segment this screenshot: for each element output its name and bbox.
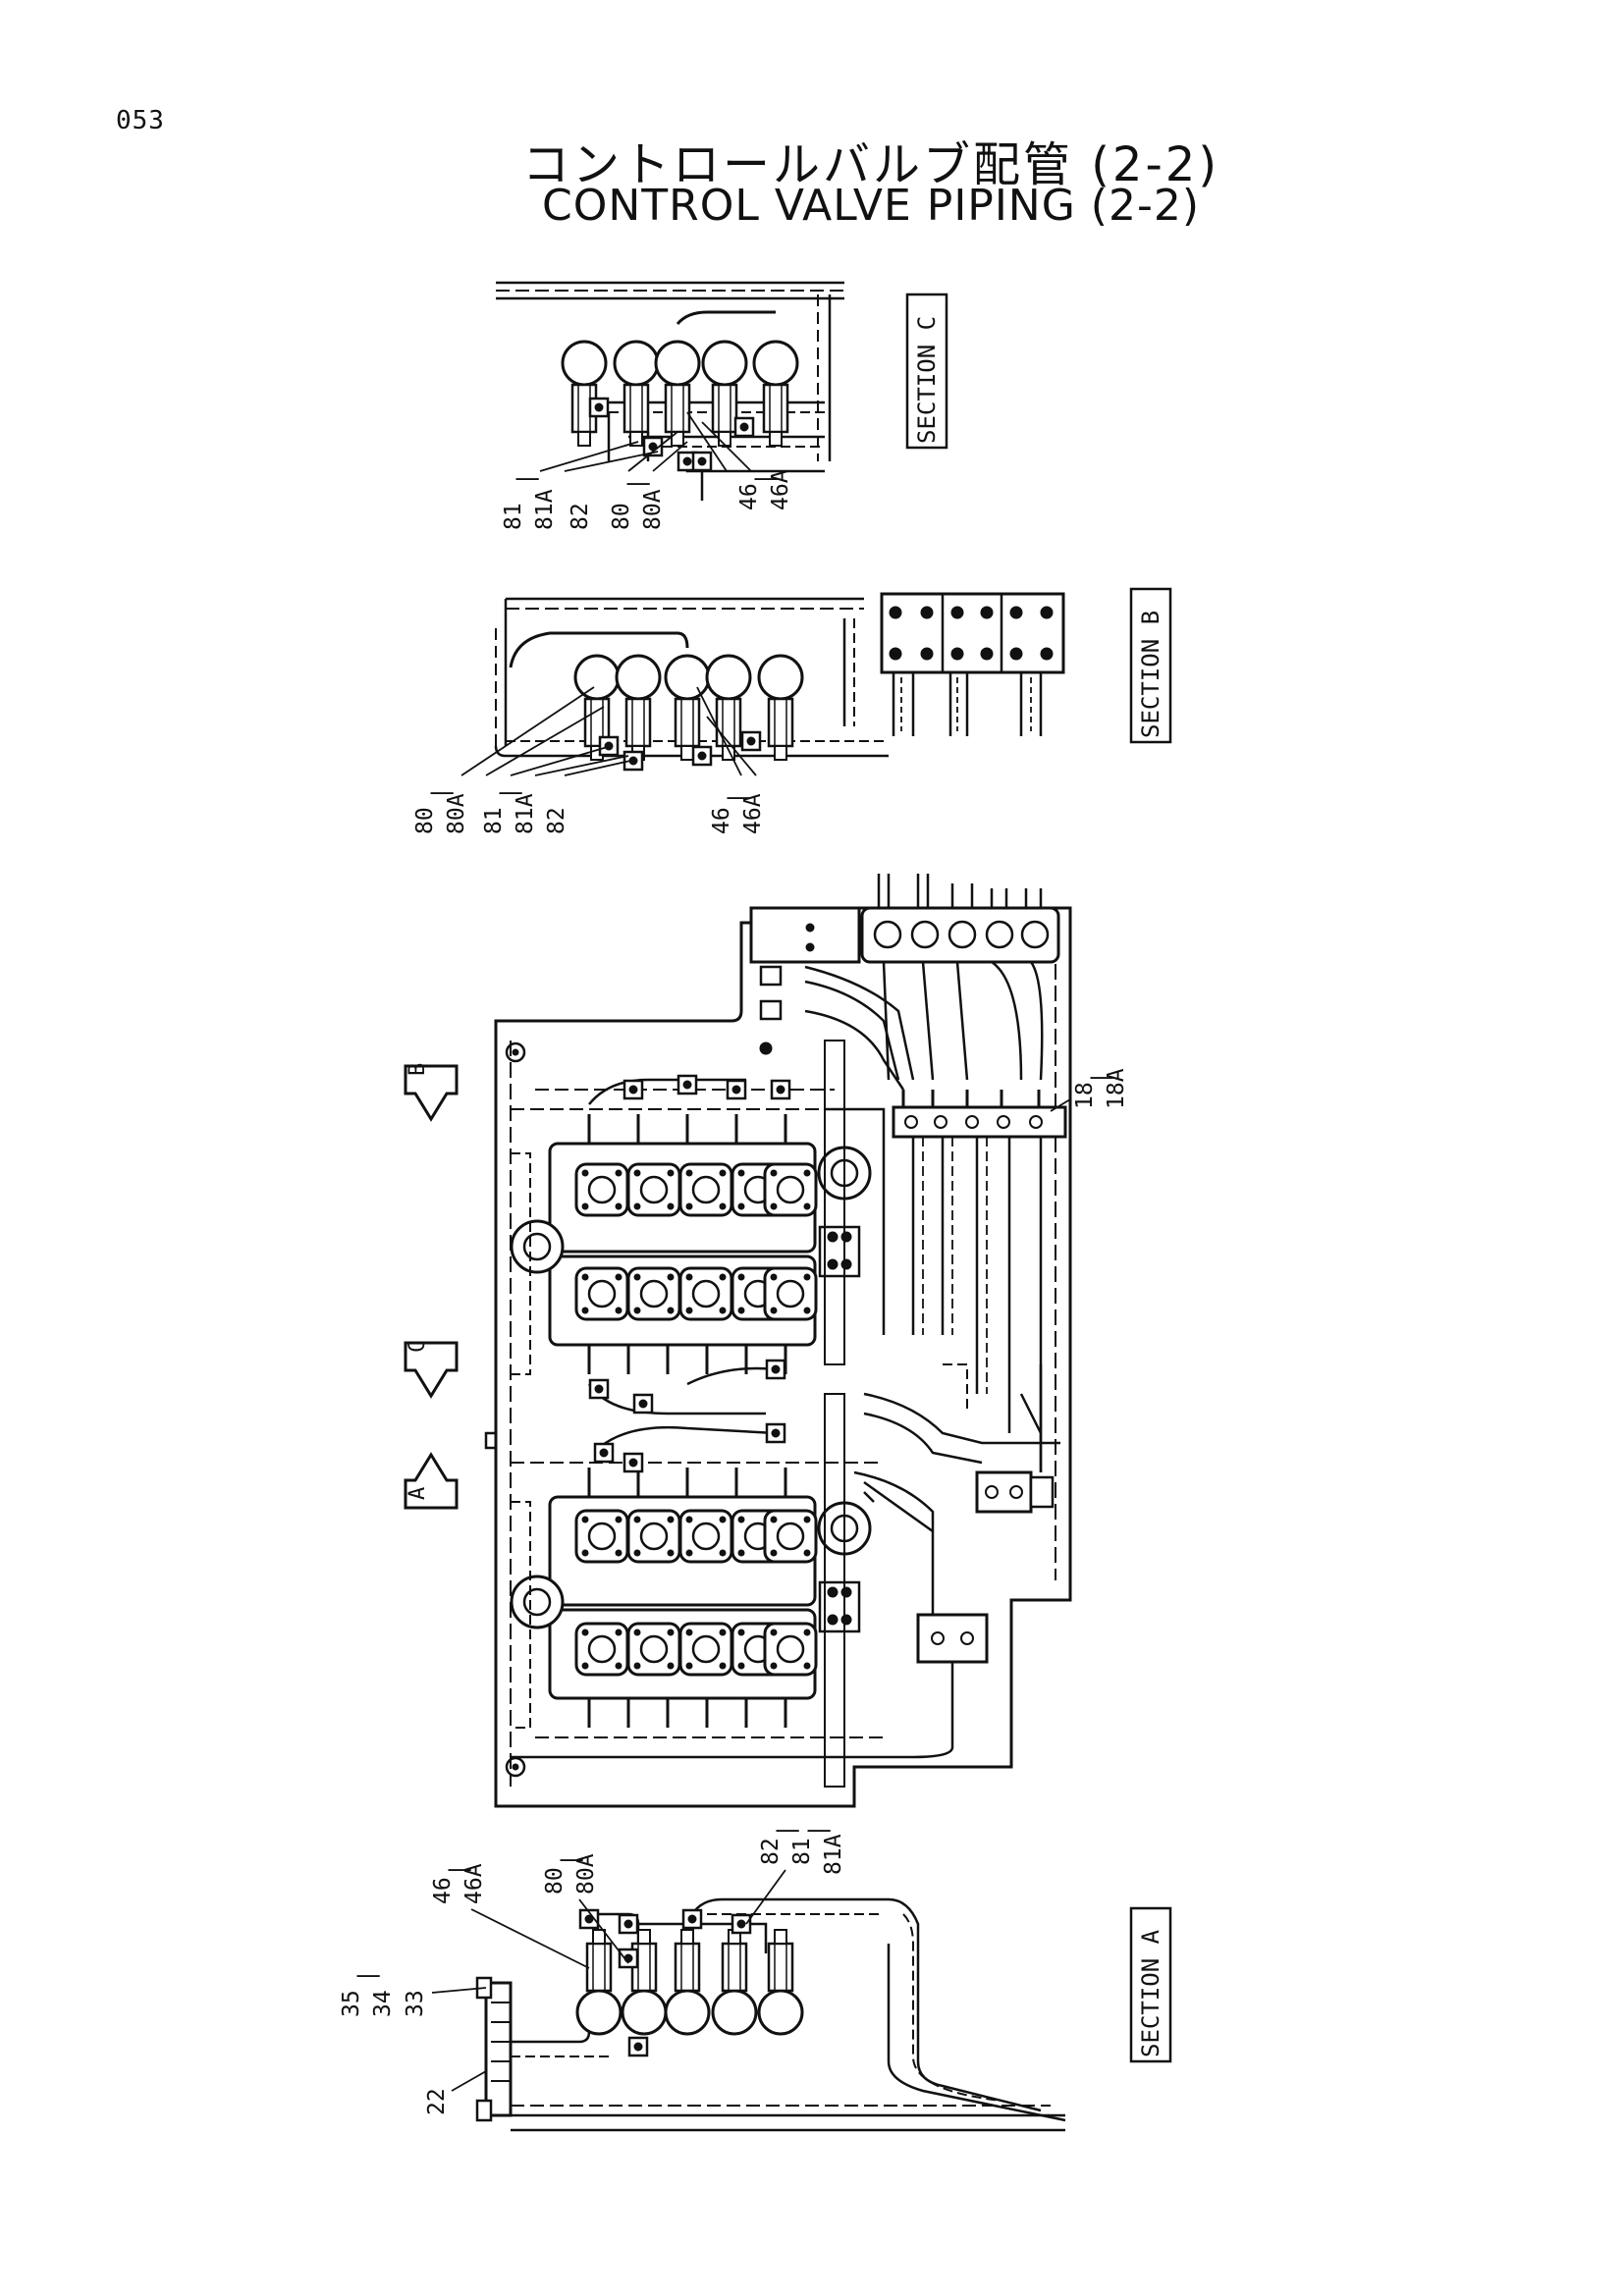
callout-46-dash: | bbox=[752, 472, 778, 486]
callout-46a: 46A bbox=[740, 793, 766, 834]
view-arrow-a-letter: A bbox=[406, 1487, 430, 1500]
view-arrow-c: C bbox=[404, 1340, 459, 1399]
section-b-text: SECTION B bbox=[1137, 611, 1164, 738]
callout-80a: 80A bbox=[573, 1853, 599, 1895]
callout-35-dash: | bbox=[354, 1969, 380, 1983]
callout-82: 82 bbox=[568, 503, 593, 530]
callout-22: 22 bbox=[424, 2088, 450, 2115]
page-number: 053 bbox=[116, 106, 165, 135]
view-arrow-b: B bbox=[404, 1063, 459, 1122]
callout-81: 81 bbox=[501, 503, 526, 530]
callout-81-dash: | bbox=[805, 1824, 831, 1838]
callout-80: 80 bbox=[542, 1867, 568, 1895]
callout-80-dash: | bbox=[558, 1853, 583, 1867]
callout-80-dash: | bbox=[624, 477, 650, 491]
section-c-view bbox=[496, 281, 844, 501]
callout-80: 80 bbox=[609, 503, 634, 530]
section-c-callouts: 81 | 81A 82 80 | 80A 46 | 46A bbox=[501, 469, 793, 530]
callout-46: 46 bbox=[709, 807, 734, 834]
callout-46a: 46A bbox=[768, 469, 793, 510]
section-c-text: SECTION C bbox=[913, 316, 941, 444]
callout-18: 18 bbox=[1072, 1082, 1098, 1109]
section-b-view bbox=[494, 592, 1065, 772]
callout-46a: 46A bbox=[461, 1863, 487, 1904]
section-b-callouts: 80 | 80A 81 | 81A 82 46 | 46A bbox=[412, 686, 766, 834]
section-a-view bbox=[475, 1897, 1066, 2132]
callout-18a: 18A bbox=[1104, 1068, 1129, 1109]
section-a-callouts: 35 | 34 33 22 46 | 46A 80 | 80A 82 | 81 … bbox=[339, 1824, 846, 2115]
section-b-label: SECTION B bbox=[1129, 587, 1172, 744]
callout-81-dash: | bbox=[497, 786, 522, 800]
callout-46-dash: | bbox=[446, 1863, 471, 1877]
callout-35: 35 bbox=[339, 1990, 364, 2017]
callout-82: 82 bbox=[758, 1838, 784, 1865]
callout-81: 81 bbox=[789, 1838, 815, 1865]
callout-33: 33 bbox=[403, 1990, 428, 2017]
title-japanese: コントロールバルブ配管 (2-2) bbox=[521, 137, 1220, 192]
callout-46-dash: | bbox=[725, 791, 750, 805]
view-arrow-a: A bbox=[404, 1452, 459, 1510]
callout-46: 46 bbox=[736, 483, 762, 510]
callout-46: 46 bbox=[430, 1877, 456, 1904]
callout-34: 34 bbox=[370, 1990, 396, 2017]
callout-81a: 81A bbox=[821, 1834, 846, 1875]
view-arrow-b-letter: B bbox=[406, 1063, 430, 1076]
title-english: CONTROL VALVE PIPING (2-2) bbox=[541, 181, 1200, 231]
callout-18-dash: | bbox=[1088, 1071, 1113, 1085]
callout-82-dash: | bbox=[774, 1824, 799, 1838]
main-callouts: 18 | 18A bbox=[1050, 1068, 1129, 1112]
callout-80a: 80A bbox=[444, 793, 469, 834]
callout-81-dash: | bbox=[514, 472, 539, 486]
callout-80: 80 bbox=[412, 807, 438, 834]
view-arrow-c-letter: C bbox=[406, 1340, 430, 1353]
callout-82: 82 bbox=[544, 807, 569, 834]
callout-81a: 81A bbox=[532, 489, 558, 530]
callout-80a: 80A bbox=[640, 489, 666, 530]
section-a-text: SECTION A bbox=[1137, 1929, 1164, 2057]
section-a-label: SECTION A bbox=[1129, 1906, 1172, 2063]
section-c-label: SECTION C bbox=[905, 293, 948, 450]
main-assembly-view bbox=[484, 874, 1072, 1808]
callout-81: 81 bbox=[481, 807, 507, 834]
callout-80-dash: | bbox=[428, 786, 454, 800]
callout-81a: 81A bbox=[513, 793, 538, 834]
